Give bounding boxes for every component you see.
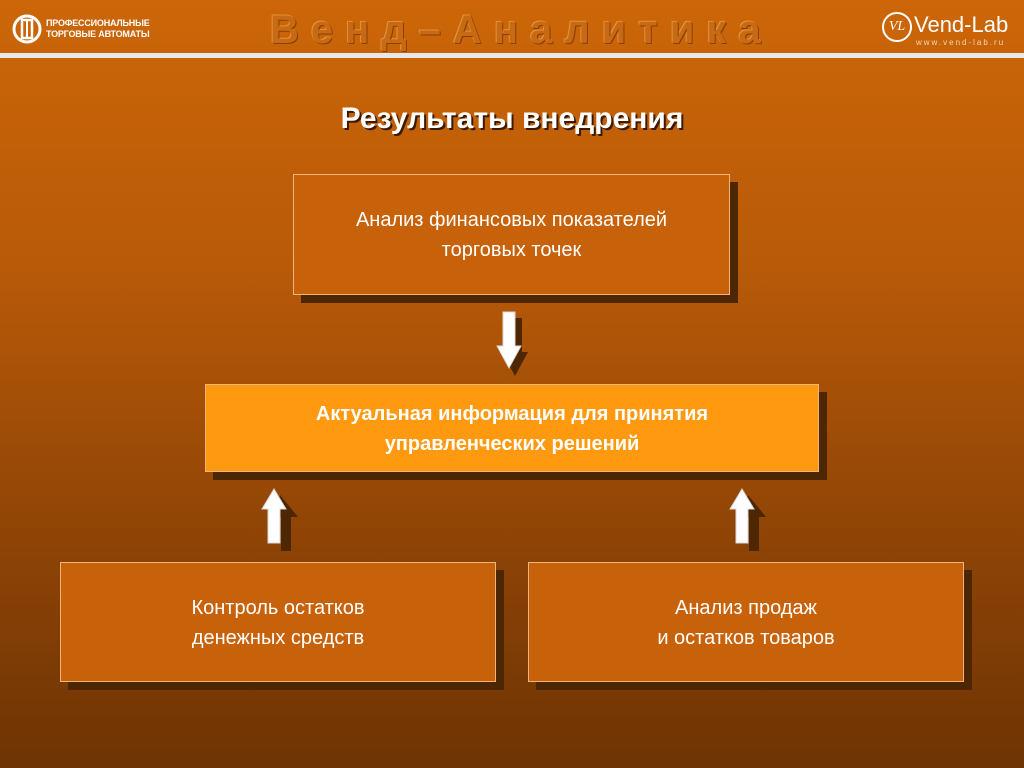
page-title: Результаты внедрения [340,102,684,135]
logo-left-icon [12,14,42,44]
box-financial-analysis: Анализ финансовых показателей торговых т… [293,174,730,295]
box-decision-info-line2: управленческих решений [384,433,640,455]
box-cash-control-line1: Контроль остатков [191,597,365,619]
vend-lab-url: www.vend-lab.ru [916,38,1006,47]
box-financial-analysis-line1: Анализ финансовых показателей [355,209,668,231]
arrow-up-icon [729,488,766,551]
box-sales-analysis: Анализ продаж и остатков товаров [528,562,964,682]
arrow-down-icon [496,311,528,376]
vend-lab-name: Vend-Lab [914,12,1009,37]
logo-left: ПРОФЕССИОНАЛЬНЫЕ ТОРГОВЫЕ АВТОМАТЫ [12,12,152,46]
logo-left-line2: ТОРГОВЫЕ АВТОМАТЫ [46,29,150,39]
brand-title: Венд–Аналитика [270,8,773,52]
vend-lab-logo-icon: VL [882,12,912,42]
box-financial-analysis-line2: торговых точек [441,239,582,261]
box-cash-control-line2: денежных средств [191,627,365,649]
box-decision-info: Актуальная информация для принятия управ… [205,384,819,472]
logo-left-line1: ПРОФЕССИОНАЛЬНЫЕ [46,18,150,28]
header-divider [0,53,1024,58]
box-cash-control: Контроль остатков денежных средств [60,562,496,682]
box-decision-info-line1: Актуальная информация для принятия [315,403,709,425]
arrow-up-icon [261,488,298,551]
box-sales-analysis-line2: и остатков товаров [657,627,835,649]
header-bar: ПРОФЕССИОНАЛЬНЫЕ ТОРГОВЫЕ АВТОМАТЫ Венд–… [0,0,1024,62]
vend-lab-logo: VL Vend-Lab www.vend-lab.ru [882,10,1014,50]
box-sales-analysis-line1: Анализ продаж [675,597,817,619]
